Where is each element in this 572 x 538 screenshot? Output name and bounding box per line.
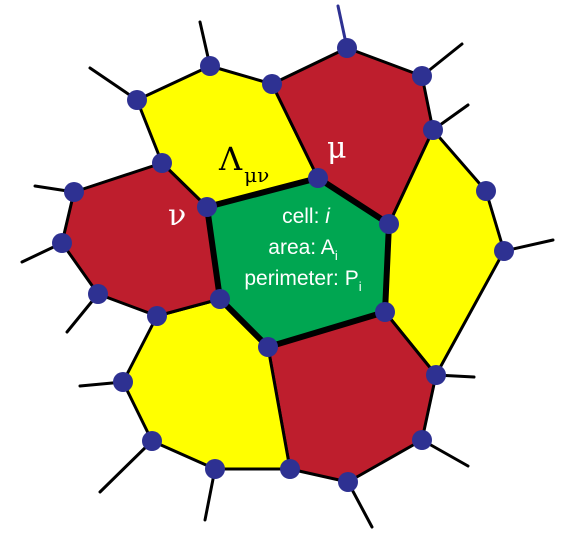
cell-index-label: cell: i	[282, 205, 331, 228]
vertex	[423, 120, 443, 140]
vertex	[88, 284, 108, 304]
vertex	[152, 153, 172, 173]
vertices	[52, 38, 514, 492]
vertex	[52, 233, 72, 253]
cells	[60, 46, 506, 484]
lambda-symbol: Λ	[218, 140, 243, 178]
vertex	[258, 337, 278, 357]
vertex	[127, 90, 147, 110]
vertex	[113, 372, 133, 392]
vertex	[280, 459, 300, 479]
vertex	[147, 306, 167, 326]
vertex	[476, 181, 496, 201]
perimeter-subscript: i	[359, 279, 362, 294]
outer-edge	[98, 439, 154, 494]
vertex	[338, 472, 358, 492]
vertex-label-mu: μ	[327, 131, 347, 166]
vertex	[337, 38, 357, 58]
cell-prefix: cell:	[282, 205, 325, 228]
vertex	[379, 214, 399, 234]
cell-index: i	[325, 205, 331, 228]
perimeter-label: perimeter: Pi	[244, 267, 361, 294]
cell-left	[60, 161, 222, 318]
vertex	[205, 459, 225, 479]
area-prefix: area: A	[268, 236, 335, 259]
vertex	[426, 365, 446, 385]
vertex	[412, 66, 432, 86]
lambda-subscript: μν	[244, 163, 269, 187]
area-subscript: i	[335, 248, 338, 263]
vertex	[494, 241, 514, 261]
vertex-mu	[308, 168, 328, 188]
vertex	[262, 74, 282, 94]
vertex	[64, 182, 84, 202]
vertex	[412, 430, 432, 450]
vertex-label-nu: ν	[168, 198, 186, 233]
perimeter-prefix: perimeter: P	[244, 267, 358, 290]
vertex	[210, 289, 230, 309]
vertex	[142, 431, 162, 451]
vertex	[200, 56, 220, 76]
vertex	[375, 302, 395, 322]
area-label: area: Ai	[268, 236, 338, 263]
vertex-nu	[197, 197, 217, 217]
